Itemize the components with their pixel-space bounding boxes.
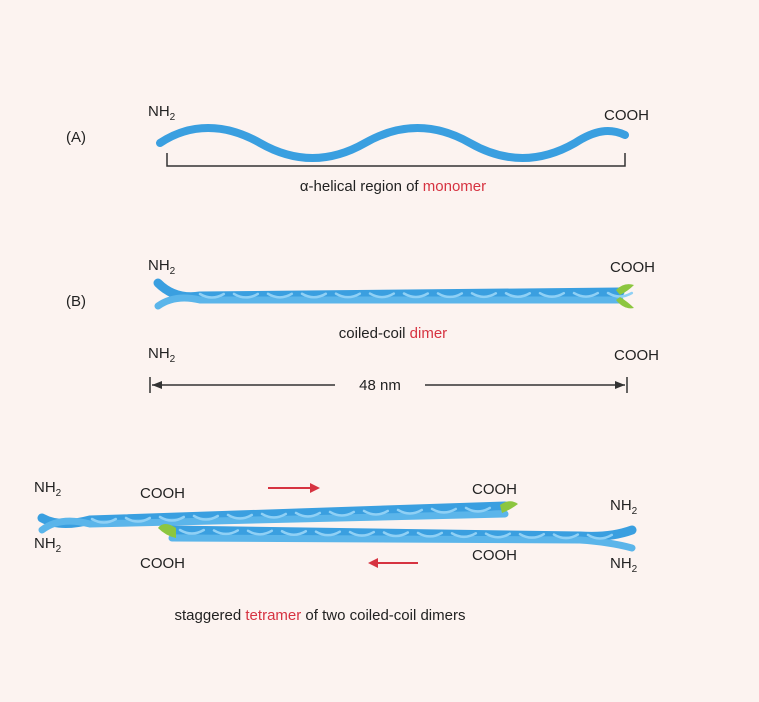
- upper-dimer-twist: [430, 507, 458, 514]
- coiled-coil-dimer: [153, 278, 634, 310]
- dimer-twist: [300, 292, 328, 299]
- lower-dimer-twist: [212, 529, 240, 536]
- tetramer-bottom-left-nh2: NH2: [34, 535, 62, 555]
- dimer-strand-2: [154, 294, 624, 310]
- dimer-twist: [368, 292, 396, 299]
- lower-dimer-twist: [246, 529, 274, 536]
- dimer-twist: [198, 292, 226, 299]
- lower-dimer-twist: [484, 532, 512, 539]
- upper-dimer-twist: [158, 515, 186, 522]
- dimer-caption: coiled-coil dimer: [339, 325, 447, 342]
- lower-dimer-twist: [552, 533, 580, 540]
- dimension-nh2-label: NH2: [148, 345, 176, 365]
- upper-dimer-twist: [396, 508, 424, 515]
- lower-dimer-twist: [586, 533, 614, 540]
- tetramer-bottom-cooh-1: COOH: [140, 555, 185, 572]
- lower-dimer-strand-2: [168, 534, 636, 552]
- dimer-twist: [334, 292, 362, 299]
- lower-dimer-twist: [178, 528, 206, 535]
- dimer-twists: [198, 291, 634, 299]
- tetramer-top-cooh-1: COOH: [140, 485, 185, 502]
- length-label: 48 nm: [359, 377, 401, 394]
- lower-dimer-twists: [178, 528, 614, 540]
- upper-dimer-twist: [294, 511, 322, 518]
- dimer-twist: [572, 291, 600, 298]
- tetramer-top-right-nh2: NH2: [610, 497, 638, 517]
- panel-a: (A) NH2 COOH α-helical region of monomer: [66, 103, 649, 195]
- tetramer-caption: staggered tetramer of two coiled-coil di…: [175, 607, 466, 624]
- lower-dimer-twist: [314, 530, 342, 537]
- upper-dimer-strand-2: [38, 510, 509, 534]
- panel-b-label: (B): [66, 293, 86, 310]
- panel-b-cooh-label: COOH: [610, 259, 655, 276]
- lower-dimer-twist: [280, 529, 308, 536]
- tetramer-upper-dimer: [37, 501, 518, 534]
- dimension-cooh-label: COOH: [614, 347, 659, 364]
- lower-dimer-twist: [382, 531, 410, 538]
- upper-dimer-twist: [260, 512, 288, 519]
- upper-dimer-twist: [90, 517, 118, 524]
- monomer-caption: α-helical region of monomer: [300, 178, 486, 195]
- panel-a-cooh-label: COOH: [604, 107, 649, 124]
- lower-dimer-twist: [450, 532, 478, 539]
- dimer-c-cap-bottom: [616, 297, 634, 309]
- upper-dimer-twist: [328, 510, 356, 517]
- upper-dimer-c-cap: [500, 501, 518, 513]
- monomer-helix: [156, 124, 629, 162]
- tetramer-bottom-cooh-2: COOH: [472, 547, 517, 564]
- dimer-twist: [504, 292, 532, 299]
- dimer-twist: [538, 291, 566, 298]
- dimer-twist: [436, 292, 464, 299]
- lower-dimer-twist: [518, 532, 546, 539]
- lower-dimer-twist: [348, 530, 376, 537]
- upper-dimer-twist: [192, 514, 220, 521]
- upper-dimer-twist: [226, 513, 254, 520]
- tetramer-top-cooh-2: COOH: [472, 481, 517, 498]
- dimer-twist: [470, 292, 498, 299]
- lower-dimer-c-cap: [158, 524, 176, 538]
- arrow-left-icon: [368, 558, 418, 568]
- panel-b-nh2-label: NH2: [148, 257, 176, 277]
- tetramer-lower-dimer: [158, 524, 637, 552]
- upper-dimer-twist: [464, 506, 492, 513]
- tetramer-bottom-right-nh2: NH2: [610, 555, 638, 575]
- upper-dimer-twists: [90, 506, 492, 524]
- arrow-right-icon: [268, 483, 320, 493]
- panel-b: (B) NH2 COOH coiled-coil dimer NH2 COOH …: [66, 257, 659, 394]
- tetramer-top-left-nh2: NH2: [34, 479, 62, 499]
- dimer-twist: [402, 292, 430, 299]
- length-dimension: [149, 377, 628, 393]
- dimer-twist: [606, 291, 634, 298]
- dimer-twist: [266, 292, 294, 299]
- panel-c: NH2 NH2 COOH COOH COOH COOH NH2 NH2: [34, 479, 638, 624]
- upper-dimer-twist: [124, 516, 152, 523]
- lower-dimer-twist: [416, 531, 444, 538]
- dimer-twist: [232, 292, 260, 299]
- panel-a-label: (A): [66, 129, 86, 146]
- upper-dimer-twist: [362, 509, 390, 516]
- panel-a-nh2-label: NH2: [148, 103, 176, 123]
- dimer-c-cap-top: [616, 284, 634, 295]
- lower-dimer-strand-1: [167, 525, 637, 541]
- monomer-bracket: [166, 153, 626, 167]
